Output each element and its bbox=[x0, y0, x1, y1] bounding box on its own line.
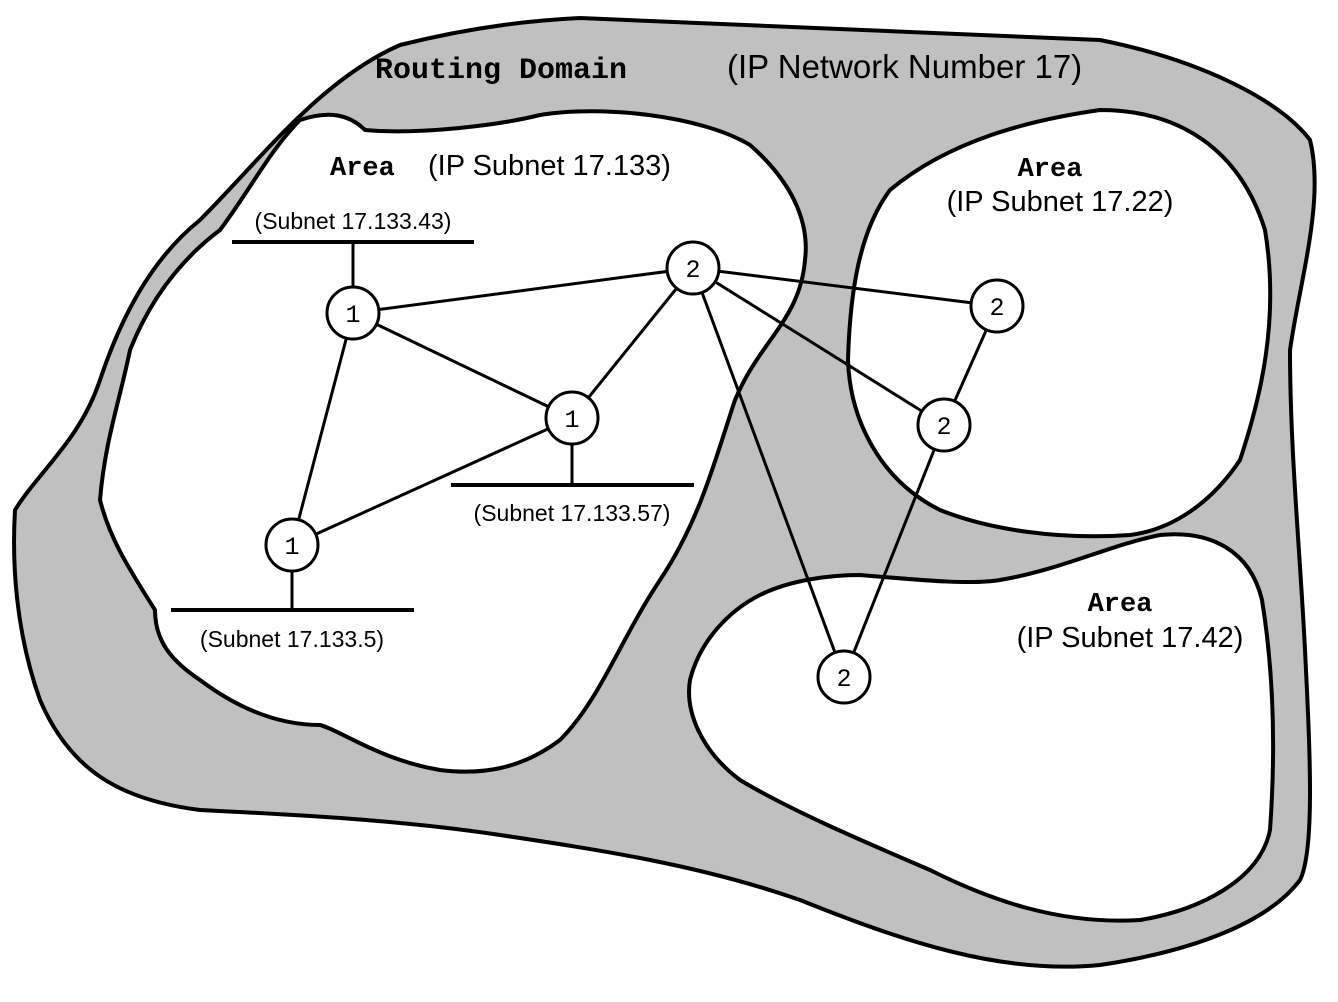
router-circle bbox=[325, 285, 381, 341]
subnet-label-17-133-57: (Subnet 17.133.57) bbox=[474, 500, 671, 526]
router-level-2: 2 bbox=[665, 240, 721, 296]
routers: 1 1 1 2 2 2 2 bbox=[264, 240, 1025, 705]
router-level-label: 1 bbox=[284, 533, 299, 562]
router-link-r1b-r1c bbox=[291, 416, 573, 547]
router-links bbox=[290, 266, 999, 678]
router-link-r1a-r1c bbox=[290, 312, 355, 546]
router-level-1: 1 bbox=[544, 390, 600, 446]
router-circle bbox=[665, 240, 721, 296]
area-17-42-region bbox=[687, 532, 1276, 923]
router-level-1: 1 bbox=[325, 285, 381, 341]
router-level-2: 2 bbox=[816, 649, 872, 705]
router-link-r1a-r1b bbox=[352, 311, 573, 420]
router-circle bbox=[264, 517, 320, 573]
router-level-label: 1 bbox=[564, 406, 579, 435]
router-level-2: 2 bbox=[916, 397, 972, 453]
router-circle bbox=[544, 390, 600, 446]
router-level-label: 2 bbox=[989, 294, 1004, 323]
router-link-r2a-r2b bbox=[692, 266, 998, 308]
router-level-2: 2 bbox=[969, 278, 1025, 334]
area-17-133-description: (IP Subnet 17.133) bbox=[428, 150, 671, 182]
area-17-42-keyword: Area bbox=[1088, 590, 1153, 620]
router-link-r2a-r2c bbox=[692, 266, 945, 427]
area-17-133-keyword: Area bbox=[330, 154, 395, 184]
subnet-label-17-133-43: (Subnet 17.133.43) bbox=[255, 208, 452, 234]
router-level-1: 1 bbox=[264, 517, 320, 573]
area-17-42-description: (IP Subnet 17.42) bbox=[1017, 622, 1244, 654]
router-level-label: 1 bbox=[345, 301, 360, 330]
router-link-r1a-r2a bbox=[352, 266, 694, 315]
router-link-r1b-r2a bbox=[570, 267, 695, 419]
router-circle bbox=[916, 397, 972, 453]
subnet-label-17-133-5: (Subnet 17.133.5) bbox=[200, 626, 384, 652]
router-circle bbox=[969, 278, 1025, 334]
router-level-label: 2 bbox=[685, 256, 700, 285]
area-17-22-description: (IP Subnet 17.22) bbox=[947, 186, 1174, 218]
router-level-label: 2 bbox=[836, 665, 851, 694]
router-link-r2a-r2d bbox=[691, 267, 846, 678]
router-level-label: 2 bbox=[936, 413, 951, 442]
router-circle bbox=[816, 649, 872, 705]
routing-domain-keyword: Routing Domain bbox=[375, 54, 627, 88]
router-link-r2c-r2d bbox=[842, 424, 946, 678]
area-17-22-keyword: Area bbox=[1018, 155, 1083, 185]
routing-domain-description: (IP Network Number 17) bbox=[727, 48, 1082, 85]
